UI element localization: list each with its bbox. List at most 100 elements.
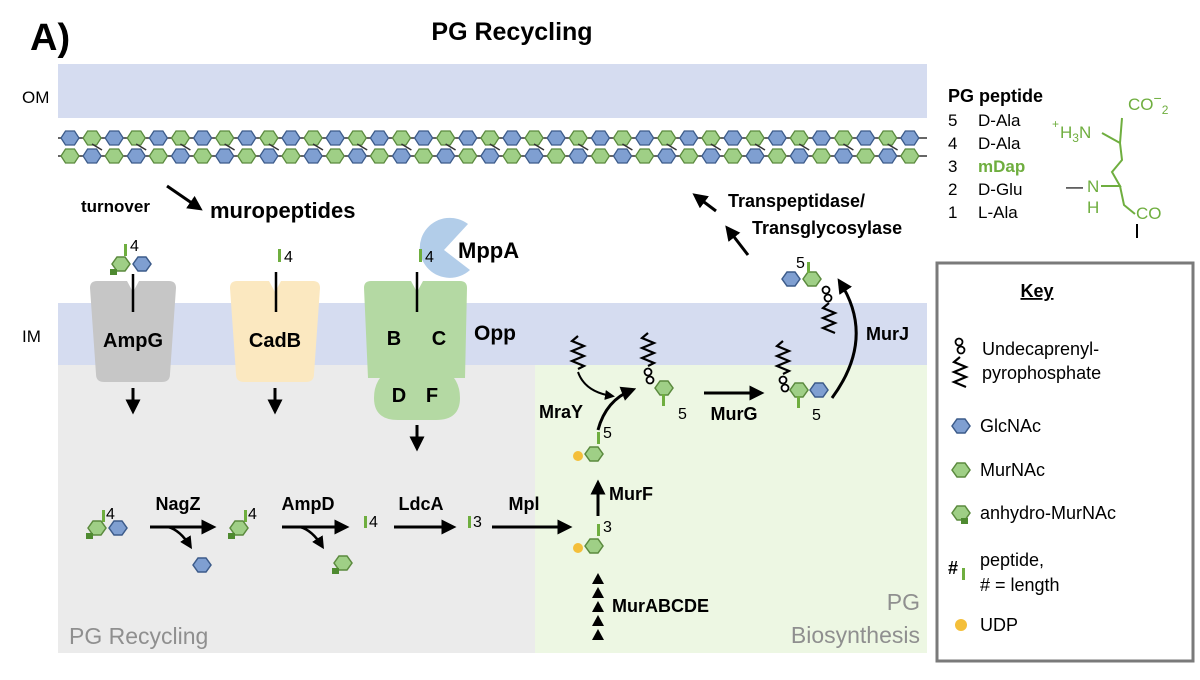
ampd-side-arrow — [299, 525, 324, 550]
h3n-n: N — [1079, 123, 1091, 142]
biosynthesis-region — [535, 365, 927, 653]
page-title: PG Recycling — [431, 18, 592, 46]
mppa-label: MppA — [458, 238, 519, 263]
ldca-peptide-stub — [364, 516, 367, 528]
key-peptide-stub — [962, 568, 965, 580]
transpeptidase-arrow-1 — [692, 193, 717, 213]
key-udp-icon — [955, 619, 967, 631]
turnover-arrow — [166, 184, 203, 211]
murnac-icon — [767, 148, 787, 164]
murnac-icon — [303, 130, 323, 146]
crosslink — [622, 143, 633, 151]
im-label: IM — [22, 327, 41, 346]
mpl-label: Mpl — [509, 494, 540, 514]
peptide-stub — [662, 394, 665, 406]
glcnac-icon — [480, 148, 500, 164]
glcnac-icon — [723, 130, 743, 146]
nh-n: N — [1087, 177, 1099, 196]
glcnac-icon — [833, 148, 854, 164]
anhydro-tag — [110, 269, 117, 275]
opp-transporter — [364, 281, 467, 420]
glcnac-icon — [259, 148, 279, 164]
murabcde-arrows — [592, 573, 604, 640]
murnac-icon — [590, 148, 611, 164]
undecaprenyl-chain — [639, 332, 657, 367]
glcnac-icon — [126, 148, 147, 164]
ampg-transporter — [90, 281, 176, 382]
glcnac-icon — [877, 148, 898, 164]
transpeptidase-label-2: Transglycosylase — [752, 218, 902, 238]
glcnac-icon — [148, 130, 169, 146]
murnac-icon — [192, 148, 213, 164]
h3n-h: H — [1060, 123, 1072, 142]
crosslink — [489, 143, 501, 151]
peptide-length: 5 — [678, 406, 687, 423]
peptide-stub — [124, 244, 127, 256]
murnac-icon — [584, 538, 604, 554]
crosslink — [91, 143, 103, 151]
murnac-icon — [546, 148, 566, 164]
glcnac-icon — [435, 148, 456, 164]
glcnac-icon — [132, 256, 152, 272]
murf-label: MurF — [609, 484, 653, 504]
glcnac-icon — [104, 130, 124, 146]
murnac-icon — [325, 148, 345, 164]
crosslink — [445, 143, 456, 151]
om-label: OM — [22, 88, 49, 107]
glcnac-icon — [590, 130, 611, 146]
murnac-icon — [60, 148, 80, 164]
recycling-region-label: PG Recycling — [69, 623, 208, 649]
lipid-ii: 5 — [774, 340, 829, 424]
key-anhydro-tag — [961, 518, 968, 524]
flipped-lipid-ii: 5 — [781, 255, 838, 335]
mpl-peptide-stub — [468, 516, 471, 528]
key-title: Key — [1020, 281, 1053, 301]
peptide-stub — [597, 432, 600, 444]
key-murnac-label: MurNAc — [980, 460, 1045, 480]
murnac-icon — [701, 130, 721, 146]
nagz-side-arrow — [167, 525, 192, 550]
murnac-icon — [435, 130, 456, 146]
crosslink — [268, 143, 280, 151]
opp-d-label: D — [392, 385, 406, 407]
co2-group: CO−2 — [1128, 90, 1169, 117]
murnac-icon — [82, 130, 102, 146]
mray-label: MraY — [539, 402, 583, 422]
murnac-icon — [104, 148, 124, 164]
opp-peptide-length: 4 — [425, 249, 434, 266]
h3n-subscript: 3 — [1072, 131, 1079, 145]
pyrophosphate-circle — [956, 345, 966, 355]
pyrophosphate-circle — [780, 383, 790, 393]
murnac-icon — [900, 148, 920, 164]
h3n-group: H3N — [1060, 123, 1091, 145]
udp-icon — [573, 451, 583, 461]
residue-name: L-Ala — [978, 203, 1018, 222]
murnac-icon — [281, 148, 301, 164]
glcnac-icon — [656, 148, 677, 164]
outer-membrane — [58, 64, 927, 118]
crosslink — [798, 143, 810, 151]
key-udp-label: UDP — [980, 615, 1018, 635]
cadb-label: CadB — [249, 330, 301, 352]
peptide-length: 3 — [603, 519, 612, 536]
peptide-stub — [807, 262, 810, 273]
murnac-icon — [369, 148, 390, 164]
peptide-bond-dash: — — [1066, 177, 1083, 196]
mur-step-arrow — [592, 587, 604, 598]
pyrophosphate-circle — [645, 375, 655, 385]
glcnac-icon — [325, 130, 345, 146]
murj-label: MurJ — [866, 324, 909, 344]
murnac-icon — [877, 130, 898, 146]
murnac-icon — [679, 148, 699, 164]
lipid-i: 5 — [639, 332, 687, 423]
murnac-icon — [413, 148, 434, 164]
residue-number: 3 — [948, 157, 957, 176]
mpl-peptide-length: 3 — [473, 514, 482, 531]
murnac-icon — [634, 148, 655, 164]
murnac-icon — [148, 148, 169, 164]
pyrophosphate-circle — [778, 375, 788, 385]
undecaprenyl-chain — [774, 340, 792, 375]
